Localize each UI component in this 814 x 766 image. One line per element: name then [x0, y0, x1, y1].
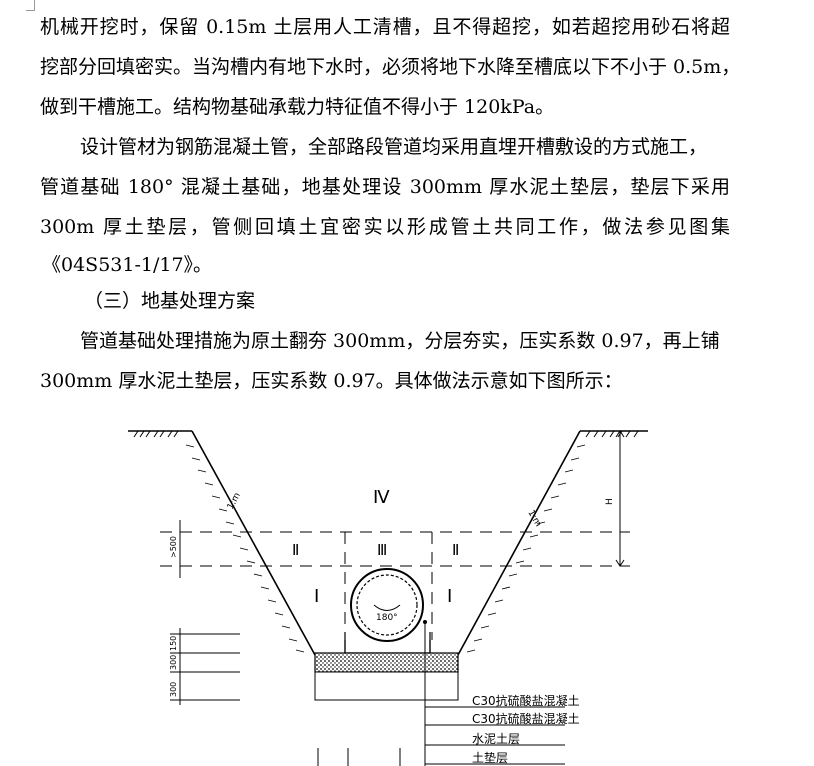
wall-hatch-left	[185, 444, 305, 653]
height-label: H	[605, 498, 615, 505]
wall-hatch-right	[466, 444, 586, 653]
paragraph-3-line-2: 300mm 厚水泥土垫层，压实系数 0.97。具体做法示意如下图所示：	[40, 370, 623, 392]
dim-150-label: 150	[169, 636, 178, 651]
dim-300-label: 300	[169, 655, 178, 670]
zone-iv-label: Ⅳ	[373, 487, 390, 508]
paragraph-1-line-1: 机械开挖时，保留 0.15m 土层用人工清槽，且不得超挖，如若超挖用砂石将超	[40, 16, 730, 38]
zone-ii-left-label: Ⅱ	[292, 541, 299, 559]
section-heading: （三）地基处理方案	[84, 290, 256, 312]
zone-dashed-lines	[160, 531, 630, 640]
zone-iii-label: Ⅲ	[377, 541, 387, 559]
zone-i-right-label: Ⅰ	[447, 586, 452, 607]
ground-hatch	[133, 430, 639, 438]
pipe	[350, 568, 424, 642]
legend-item-3: 水泥土层	[472, 732, 520, 746]
cement-soil-layer	[314, 652, 459, 673]
layer-dimensions	[170, 628, 240, 705]
slope-label-left: 1:m	[226, 491, 243, 511]
legend-item-2: C30抗硫酸盐混凝土	[472, 711, 580, 726]
paragraph-3-line-1: 管道基础处理措施为原土翻夯 300mm，分层夯实，压实系数 0.97，再上铺	[80, 330, 720, 352]
soil-cushion-layer	[314, 671, 459, 701]
angle-label: 180°	[376, 613, 398, 623]
legend-item-1: C30抗硫酸盐混凝土	[472, 693, 580, 708]
paragraph-2-line-3: 300m 厚土垫层，管侧回填土宜密实以形成管土共同工作，做法参见图集	[40, 216, 730, 238]
paragraph-2-line-1: 设计管材为钢筋混凝土管，全部路段管道均采用直埋开槽敷设的方式施工，	[80, 136, 708, 158]
trench-walls	[191, 430, 581, 656]
paragraph-2-line-2: 管道基础 180° 混凝土基础，地基处理设 300mm 厚水泥土垫层，垫层下采用	[40, 176, 730, 198]
page-corner-mark	[26, 0, 35, 11]
zone-i-left-label: Ⅰ	[314, 586, 319, 607]
leader-lines	[317, 622, 565, 766]
dim-300b-label: 300	[169, 682, 178, 697]
leader-dot	[423, 620, 427, 624]
legend-item-4: 土垫层	[472, 750, 508, 765]
paragraph-2-line-4: 《04S531-1/17》。	[42, 254, 213, 276]
paragraph-1-line-3: 做到干槽施工。结构物基础承载力特征值不得小于 120kPa。	[40, 96, 555, 118]
paragraph-1-line-2: 挖部分回填密实。当沟槽内有地下水时，必须将地下水降至槽底以下不小于 0.5m，	[40, 56, 741, 78]
min-500-label: >500	[169, 536, 178, 558]
zone-ii-right-label: Ⅱ	[452, 541, 459, 559]
height-dimension	[583, 430, 630, 567]
